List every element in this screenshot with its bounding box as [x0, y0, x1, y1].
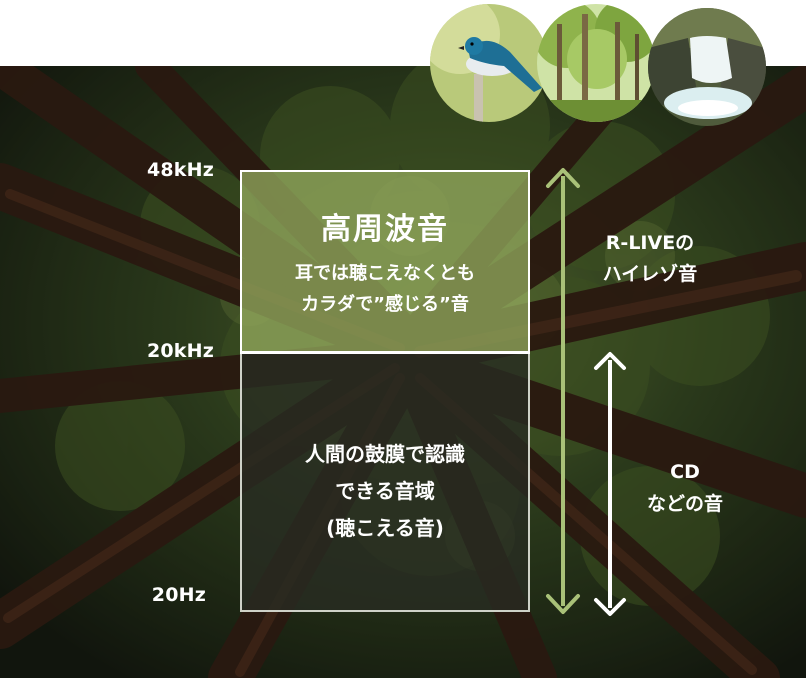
audible-band-line-1: 人間の鼓膜で認識	[305, 442, 465, 466]
high-band-description-line-2: カラダで”感じる”音	[301, 294, 469, 315]
forest-photo	[537, 4, 655, 122]
audible-band-line-2: できる音域	[335, 479, 435, 503]
hires-range-label-line-2: ハイレゾ音	[602, 263, 698, 285]
bird-photo	[430, 4, 548, 122]
waterfall-photo	[648, 8, 766, 126]
high-frequency-band	[240, 170, 530, 351]
high-band-title: 高周波音	[321, 212, 449, 247]
cd-range-label-line-2: などの音	[646, 493, 723, 515]
audible-band-line-3: (聴こえる音)	[326, 516, 444, 540]
cd-range-label-line-1: CD	[670, 461, 700, 483]
bird-icon	[430, 4, 548, 122]
frequency-label-48khz: 48kHz	[146, 159, 214, 181]
audible-frequency-band	[240, 354, 530, 612]
band-divider-line	[240, 351, 530, 354]
hires-range-label-line-1: R-LIVEの	[605, 232, 695, 254]
frequency-label-20khz: 20kHz	[146, 340, 214, 362]
frequency-label-20hz: 20Hz	[151, 584, 206, 606]
high-band-description-line-1: 耳では聴こえなくとも	[295, 263, 475, 284]
trees-icon	[537, 4, 655, 122]
waterfall-icon	[648, 8, 766, 126]
